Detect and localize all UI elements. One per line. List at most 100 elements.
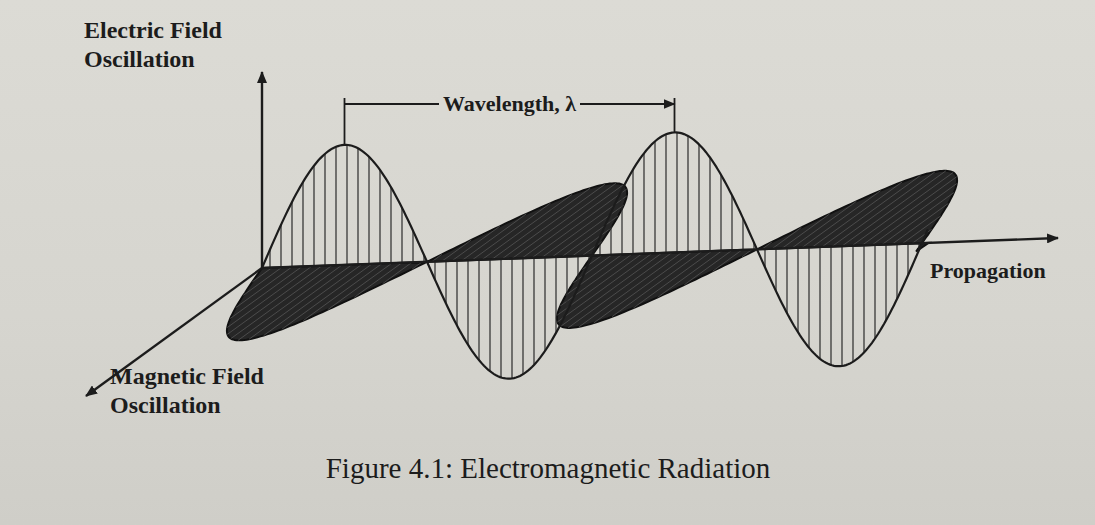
electric-hatch xyxy=(665,134,666,253)
magnetic-hatch xyxy=(862,177,957,246)
magnetic-hatch xyxy=(532,189,627,258)
electric-hatch xyxy=(621,190,622,255)
electric-hatch xyxy=(313,166,314,266)
magnetic-hatch xyxy=(562,216,618,257)
electric-hatch xyxy=(412,231,413,263)
magnetic-hatch xyxy=(882,193,954,245)
electric-hatch xyxy=(401,208,402,263)
electric-hatch xyxy=(797,248,798,332)
electric-hatch xyxy=(841,246,842,366)
electric-hatch xyxy=(533,258,534,365)
magnetic-hatch xyxy=(557,253,652,322)
magnetic-hatch xyxy=(462,214,526,261)
electric-hatch xyxy=(500,259,501,377)
electric-hatch xyxy=(643,153,644,253)
magnetic-hatch xyxy=(227,266,312,327)
electric-hatch xyxy=(555,257,556,333)
magnetic-hatch xyxy=(264,264,362,335)
electric-hatch xyxy=(390,187,391,263)
magnetic-hatch xyxy=(482,194,572,259)
electric-hatch xyxy=(720,175,721,251)
magnetic-hatch xyxy=(249,265,352,340)
magnetic-hatch xyxy=(442,240,471,261)
magnetic-hatch xyxy=(560,254,632,306)
magnetic-hatch xyxy=(579,252,682,327)
magnetic-hatch xyxy=(231,265,332,338)
electric-hatch xyxy=(280,225,281,267)
magnetic-hatch xyxy=(236,267,292,308)
electric-hatch xyxy=(731,195,732,250)
magnetic-hatch xyxy=(472,203,551,260)
electric-hatch xyxy=(522,258,523,374)
magnetic-hatch xyxy=(328,263,392,310)
axis-label: Electric Field Oscillation xyxy=(84,16,289,74)
magnetic-hatch xyxy=(772,228,801,249)
axis-label: Magnetic Field Oscillation xyxy=(110,362,370,420)
magnetic-hatch xyxy=(852,173,953,246)
axis-label: Propagation xyxy=(930,258,1046,284)
magnetic-hatch xyxy=(782,214,830,249)
electric-hatch xyxy=(819,247,820,359)
electric-hatch xyxy=(291,202,292,267)
electric-hatch xyxy=(610,212,611,254)
magnetic-hatch xyxy=(452,226,500,260)
magnetic-hatch xyxy=(658,251,722,298)
electric-hatch xyxy=(654,141,655,253)
electric-hatch xyxy=(346,145,347,265)
magnetic-hatch xyxy=(252,268,272,282)
electric-hatch xyxy=(830,247,831,365)
magnetic-hatch xyxy=(552,205,624,257)
magnetic-hatch xyxy=(383,262,412,283)
electric-hatch xyxy=(775,249,776,292)
electric-hatch xyxy=(852,246,853,362)
magnetic-hatch xyxy=(238,265,342,340)
magnetic-hatch xyxy=(303,264,382,321)
electric-hatch xyxy=(808,247,809,347)
electric-hatch xyxy=(467,260,468,345)
electric-hatch xyxy=(786,248,787,313)
magnetic-hatch xyxy=(892,204,948,245)
magnetic-hatch xyxy=(502,184,605,259)
magnetic-hatch xyxy=(684,250,732,284)
electric-hatch xyxy=(698,144,699,251)
electric-hatch xyxy=(874,245,875,339)
electric-hatch xyxy=(687,136,688,252)
electric-hatch xyxy=(632,170,633,254)
magnetic-hatch xyxy=(832,172,935,247)
electric-hatch xyxy=(456,261,457,326)
electric-hatch xyxy=(489,259,490,371)
magnetic-hatch xyxy=(872,184,957,245)
electric-hatch xyxy=(324,154,325,266)
magnetic-hatch xyxy=(792,201,856,248)
magnetic-hatch xyxy=(812,182,902,247)
electric-hatch xyxy=(896,244,897,299)
magnetic-hatch xyxy=(354,263,402,298)
magnetic-hatch xyxy=(802,191,881,248)
magnetic-hatch xyxy=(243,267,282,295)
electric-hatch xyxy=(863,245,864,352)
electric-hatch xyxy=(885,245,886,321)
figure-caption: Figure 4.1: Electromagnetic Radiation xyxy=(326,452,771,485)
magnetic-hatch xyxy=(633,251,712,308)
magnetic-hatch xyxy=(573,255,612,283)
magnetic-hatch xyxy=(512,183,616,258)
electric-hatch xyxy=(368,157,369,264)
dimension-label: Wavelength, λ xyxy=(439,91,580,117)
electric-hatch xyxy=(478,260,479,360)
magnetic-hatch xyxy=(612,251,702,316)
magnetic-hatch xyxy=(572,228,611,256)
electric-hatch xyxy=(379,170,380,264)
electric-hatch xyxy=(357,148,358,264)
electric-hatch xyxy=(544,257,545,351)
electric-hatch xyxy=(302,182,303,267)
magnetic-hatch xyxy=(568,253,672,328)
electric-hatch xyxy=(566,257,567,312)
electric-hatch xyxy=(445,261,446,303)
magnetic-hatch xyxy=(842,171,946,246)
electric-axis xyxy=(261,72,263,268)
magnetic-hatch xyxy=(902,216,941,244)
electric-hatch xyxy=(907,244,908,276)
dimension-tick xyxy=(344,98,346,146)
electric-hatch xyxy=(676,133,677,253)
magnetic-hatch xyxy=(227,266,322,335)
